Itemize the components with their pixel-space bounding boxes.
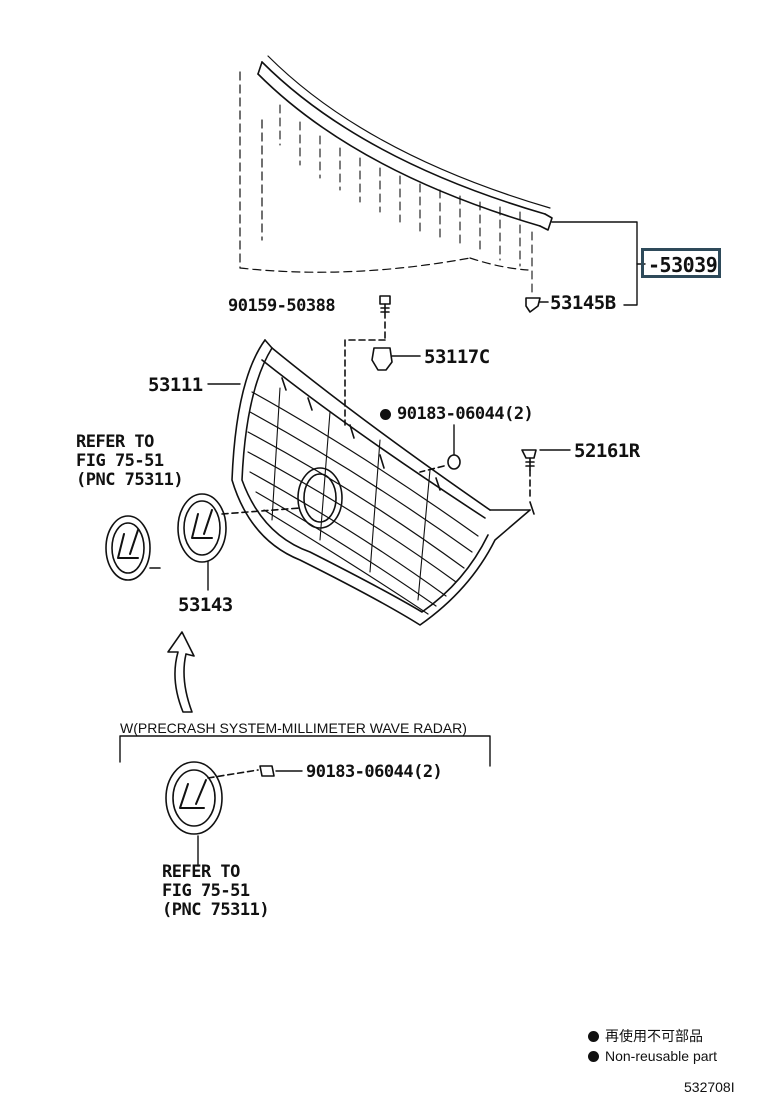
legend-dot-icon	[588, 1031, 599, 1042]
arrow-up-drawing	[167, 631, 195, 713]
legend-japanese-text: 再使用不可部品	[605, 1028, 703, 1044]
part-number-53111: 53111	[148, 374, 203, 396]
part-number-nut-top: 90183-06044(2)	[380, 404, 534, 424]
legend-japanese: 再使用不可部品	[588, 1027, 703, 1045]
legend-dot-icon	[588, 1051, 599, 1062]
part-number-53039-box: -53039	[641, 248, 721, 278]
clip-52161r-drawing	[521, 449, 571, 501]
refer-top-line-2: FIG 75-51	[76, 451, 164, 471]
bracket-53117c-drawing	[371, 347, 421, 371]
nut-bottom-drawing	[259, 765, 303, 777]
part-number-bolt: 90159-50388	[228, 296, 336, 316]
part-number-nut-bottom: 90183-06044(2)	[306, 762, 443, 782]
emblem-53143-drawing	[177, 493, 301, 591]
variant-label: W(PRECRASH SYSTEM-MILLIMETER WAVE RADAR)	[120, 720, 467, 736]
legend-english-text: Non-reusable part	[605, 1048, 718, 1064]
emblem-refer-top-drawing	[105, 515, 161, 581]
non-reusable-dot-icon	[380, 409, 391, 420]
nut-top-drawing	[419, 424, 461, 473]
variant-bracket	[119, 735, 491, 767]
figure-id: 532708I	[684, 1079, 735, 1095]
emblem-bottom-drawing	[165, 761, 259, 867]
refer-top-line-3: (PNC 75311)	[76, 470, 184, 490]
bolt-drawing	[344, 295, 391, 426]
part-number-52161r: 52161R	[574, 440, 640, 462]
part-number-53145b: 53145B	[550, 292, 616, 314]
part-number-53117c: 53117C	[424, 346, 490, 368]
refer-bottom-line-1: REFER TO	[162, 862, 240, 882]
refer-top-line-1: REFER TO	[76, 432, 154, 452]
upper-molding-drawing	[239, 55, 553, 296]
part-number-53039: -53039	[648, 253, 718, 277]
legend-english: Non-reusable part	[588, 1047, 717, 1065]
grille-drawing	[231, 339, 535, 626]
refer-bottom-line-2: FIG 75-51	[162, 881, 250, 901]
nut-top-text: 90183-06044(2)	[397, 404, 534, 424]
part-number-53143: 53143	[178, 594, 233, 616]
clip-53145b-drawing	[525, 297, 549, 313]
refer-bottom-line-3: (PNC 75311)	[162, 900, 270, 920]
